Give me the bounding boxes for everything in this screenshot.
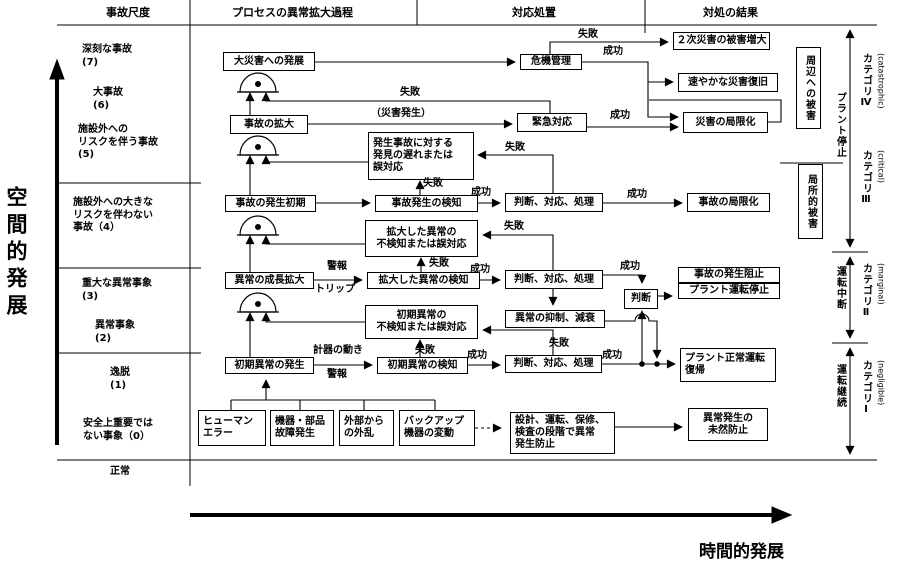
label-fail-detect-accident: 失敗 — [423, 178, 443, 189]
scale-level-0: 安全上重要では ない事象（0） — [83, 418, 153, 442]
label-operation-interrupt: 運転中断 — [834, 266, 846, 310]
label-category-4: カテゴリⅣ — [860, 53, 872, 109]
box-cause-human-error: ヒューマン エラー — [198, 410, 266, 446]
box-accident-localization: 事故の局限化 — [687, 193, 770, 212]
label-fail-judge4: 失敗 — [549, 338, 569, 349]
scale-level-4: 施設外への大きな リスクを伴わない 事故（4） — [73, 197, 153, 233]
label-category-4-en: (catastrophic) — [876, 53, 886, 109]
label-category-2-en: (marginal) — [876, 263, 886, 305]
box-initial-undetected: 初期異常の 不検知または誤対応 — [365, 305, 478, 339]
label-success-judge2: 成功 — [627, 189, 647, 200]
box-accident-initial: 事故の発生初期 — [225, 195, 316, 212]
box-cause-backup-variation: バックアップ 機器の変動 — [399, 410, 475, 446]
box-expanded-undetected: 拡大した異常の 不検知または誤対応 — [365, 220, 478, 257]
label-fail-emergency: 失敗 — [400, 87, 420, 98]
label-success-detect3: 成功 — [470, 264, 490, 275]
box-cause-equipment-failure: 機器・部品 故障発生 — [270, 410, 334, 446]
scale-level-normal: 正常 — [110, 466, 130, 477]
box-judgment: 判断 — [624, 289, 658, 309]
label-category-1: カテゴリⅠ — [860, 360, 872, 416]
header-result: 対処の結果 — [703, 6, 758, 19]
label-fail-judge2: 失敗 — [505, 142, 525, 153]
box-crisis-management: 危機管理 — [520, 54, 582, 70]
label-disaster-occurrence: （災害発生） — [371, 108, 431, 119]
box-accident-prevention-stop: 事故の発生阻止 — [678, 267, 780, 283]
box-abnormality-prevention: 異常発生の 未然防止 — [688, 408, 768, 441]
box-normal-operation-return: プラント正常運転 復帰 — [680, 348, 776, 382]
box-surrounding-damage: 周辺への被害 — [796, 47, 821, 129]
label-operation-continue: 運転継続 — [834, 364, 846, 408]
scale-level-7: 深刻な事故 (7) — [82, 44, 132, 68]
and-gates — [237, 72, 279, 313]
label-fail-detect-initial: 失敗 — [415, 345, 435, 356]
label-success-judge3: 成功 — [620, 261, 640, 272]
scale-level-5: 施設外への リスクを伴う事故 (5) — [78, 124, 158, 160]
box-plant-shutdown: プラント運転停止 — [678, 283, 780, 299]
label-success-detect4: 成功 — [467, 350, 487, 361]
label-instrument-movement: 計器の動き — [313, 345, 363, 356]
box-judge-respond-4: 判断、対応、処理 — [505, 355, 602, 373]
box-judge-respond-2: 判断、対応、処理 — [505, 193, 603, 212]
header-response: 対応処置 — [512, 6, 556, 19]
box-abnormality-growth: 異常の成長拡大 — [225, 272, 314, 289]
spatial-axis-label: 空間的発展 — [4, 186, 28, 321]
scale-level-6: 大事故 (6) — [93, 87, 123, 111]
box-detect-expanded: 拡大した異常の検知 — [367, 272, 480, 289]
box-initial-abnormality: 初期異常の発生 — [225, 357, 314, 374]
box-detect-accident: 事故発生の検知 — [375, 195, 478, 212]
label-fail-judge3: 失敗 — [504, 221, 524, 232]
box-emergency-response: 緊急対応 — [517, 113, 587, 132]
label-fail-crisis: 失敗 — [578, 29, 598, 40]
box-secondary-disaster: ２次災害の被害増大 — [673, 32, 770, 50]
box-major-disaster: 大災害への発展 — [223, 52, 315, 71]
box-disaster-localization: 災害の局限化 — [683, 112, 768, 133]
box-quick-recovery: 速やかな災害復旧 — [678, 73, 778, 92]
label-success-judge4: 成功 — [602, 350, 622, 361]
label-category-3-en: (critical) — [876, 150, 886, 184]
label-category-1-en: (negligible) — [876, 360, 886, 406]
scale-level-3: 重大な異常事象 (3) — [82, 278, 152, 302]
label-success-crisis: 成功 — [603, 46, 623, 57]
label-category-2: カテゴリⅡ — [860, 263, 872, 319]
label-alarm-initial: 警報 — [327, 369, 347, 380]
label-success-detect2: 成功 — [471, 187, 491, 198]
box-local-damage: 局所的被害 — [798, 164, 823, 239]
header-accident-scale: 事故尺度 — [106, 6, 150, 19]
box-cause-external-disturbance: 外部から の外乱 — [339, 410, 394, 446]
label-fail-detect-expanded: 失敗 — [429, 258, 449, 269]
axis-arrows — [49, 58, 793, 524]
label-success-emergency: 成功 — [610, 110, 630, 121]
box-detect-initial: 初期異常の検知 — [377, 357, 468, 374]
box-judge-respond-3: 判断、対応、処理 — [505, 270, 603, 289]
scale-level-1: 逸脱 (1) — [110, 367, 130, 391]
box-suppression: 異常の抑制、減衰 — [505, 310, 605, 328]
box-prevention-design: 設計、運転、保修、 検査の段階で異常 発生防止 — [510, 412, 615, 454]
box-accident-response-error: 発生事故に対する 発見の遅れまたは 誤対応 — [368, 132, 474, 180]
label-alarm-growth: 警報 — [327, 261, 347, 272]
box-accident-expansion: 事故の拡大 — [230, 115, 308, 134]
scale-level-2: 異常事象 (2) — [95, 320, 135, 344]
label-plant-stop: プラント停止 — [834, 92, 846, 158]
label-trip: トリップ — [315, 284, 355, 295]
label-category-3: カテゴリⅢ — [860, 150, 872, 206]
temporal-axis-label: 時間的発展 — [699, 542, 784, 562]
header-process: プロセスの異常拡大過程 — [232, 6, 353, 19]
